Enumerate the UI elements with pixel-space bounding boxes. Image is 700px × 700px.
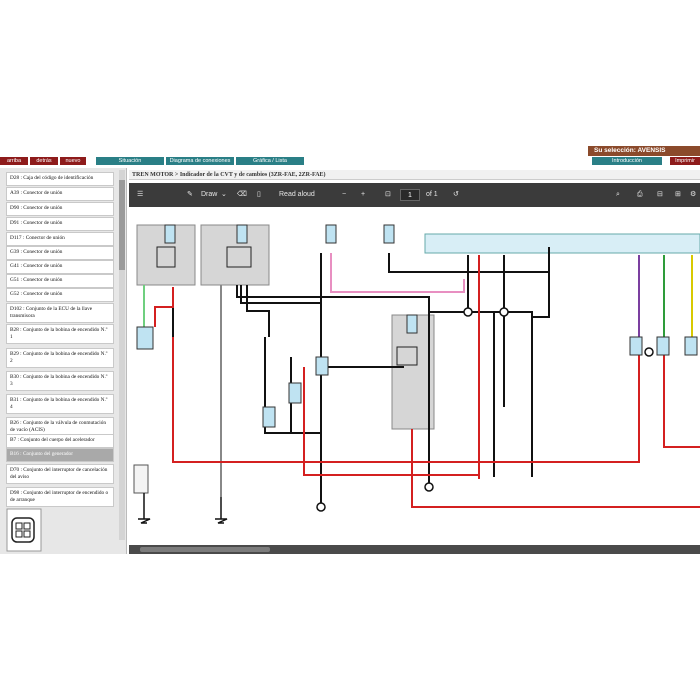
page-total: of 1 (426, 191, 438, 198)
wire-black (246, 285, 270, 337)
nav-up-button[interactable]: arriba (0, 157, 28, 165)
tab-grafica[interactable]: Gráfica / Lista (236, 157, 304, 165)
tab-introduccion[interactable]: Introducción (592, 157, 662, 165)
connector-block (656, 336, 670, 356)
sidebar-item[interactable]: A39 : Conector de unión (6, 187, 114, 201)
sidebar-item[interactable]: D90 : Conector de unión (6, 202, 114, 216)
wire-red (154, 287, 174, 327)
save-icon[interactable]: ⊟ (657, 191, 663, 198)
menu-icon[interactable]: ☰ (137, 191, 144, 198)
pdf-toolbar: ☰ ✎ Draw ⌄ ⌫ ▯ Read aloud − + ⊡ 1 of 1 ↺… (129, 183, 700, 207)
connector-block (315, 356, 329, 376)
ground-symbol (138, 493, 151, 524)
sidebar-item[interactable]: G41 : Conector de unión (6, 260, 114, 274)
nav-new-button[interactable]: nuevo (60, 157, 86, 165)
draw-button[interactable]: Draw (201, 191, 218, 198)
junction-node (316, 502, 326, 512)
relay-coil (396, 346, 418, 366)
connector-block (136, 326, 154, 350)
search-icon[interactable]: ⌕ (616, 191, 620, 198)
tab-diagrama[interactable]: Diagrama de conexiones (166, 157, 234, 165)
draw-icon[interactable]: ✎ (187, 191, 193, 198)
sidebar-item[interactable]: D102 : Conjunto de la ECU de la llave tr… (6, 303, 114, 323)
wire-black (264, 337, 321, 434)
save-as-icon[interactable]: ⊞ (675, 191, 681, 198)
rotate-icon[interactable]: ↺ (453, 191, 459, 198)
relay-coil (226, 246, 252, 268)
sidebar-item[interactable]: G52 : Conector de unión (6, 288, 114, 302)
connector-thumbnail[interactable] (6, 508, 42, 552)
zoom-out-icon[interactable]: − (342, 191, 347, 198)
wire-pink (330, 253, 465, 293)
sidebar-scroll-thumb[interactable] (119, 180, 125, 270)
sidebar-item[interactable]: D70 : Conjunto del interruptor de cancel… (6, 464, 114, 484)
selection-label: Su selección: AVENSIS (588, 146, 700, 156)
connector-block (133, 464, 149, 494)
chevron-down-icon[interactable]: ⌄ (221, 191, 227, 198)
nav-back-button[interactable]: detrás (30, 157, 58, 165)
junction-node (499, 307, 509, 317)
fuse-symbol (383, 224, 395, 244)
relay-coil (156, 246, 176, 268)
ecu-block (424, 233, 700, 254)
connector-block (288, 382, 302, 404)
fuse-symbol (406, 314, 418, 334)
gear-icon[interactable]: ⚙ (690, 191, 697, 198)
eraser-icon[interactable]: ⌫ (237, 191, 247, 198)
tab-situacion[interactable]: Situación (96, 157, 164, 165)
sidebar-item[interactable]: G51 : Conector de unión (6, 274, 114, 288)
horizontal-scroll-thumb[interactable] (140, 547, 270, 552)
junction-node (463, 307, 473, 317)
ground-symbol (215, 497, 228, 524)
relay-box (200, 224, 270, 286)
junction-node (424, 482, 434, 492)
wire-black (494, 311, 533, 477)
wiring-diagram-canvas (133, 224, 700, 524)
sidebar-item[interactable]: D91 : Conector de unión (6, 217, 114, 231)
read-aloud-button[interactable]: Read aloud (279, 191, 315, 198)
print-icon[interactable]: ⎙ (637, 191, 643, 198)
sidebar-item[interactable]: D28 : Caja del código de identificación (6, 172, 114, 186)
wire-black (236, 285, 430, 487)
wire-red (172, 255, 640, 463)
wire-red (303, 367, 479, 476)
page-view-icon[interactable]: ▯ (257, 191, 261, 198)
connector-block (684, 336, 698, 356)
fuse-symbol (236, 224, 248, 244)
wire-black (532, 255, 550, 318)
connector-block (629, 336, 643, 356)
wire-black (240, 285, 321, 304)
print-button[interactable]: Imprimir (670, 157, 700, 165)
fuse-symbol (164, 224, 176, 244)
sidebar-item[interactable]: B30 : Conjunto de la bobina de encendido… (6, 371, 114, 391)
fuse-symbol (325, 224, 337, 244)
sidebar-item[interactable]: D117 : Conector de unión (6, 232, 114, 246)
document-title: TREN MOTOR > Indicador de la CVT y de ca… (129, 170, 700, 180)
fit-page-icon[interactable]: ⊡ (385, 191, 391, 198)
wire-red (411, 429, 700, 508)
wire-black (467, 255, 495, 477)
wiring-diagram[interactable] (129, 207, 700, 545)
component-sidebar: D28 : Caja del código de identificación … (0, 168, 127, 554)
sidebar-item-selected[interactable]: B16 : Conjunto del generador (6, 448, 114, 462)
connector-block (262, 406, 276, 428)
sidebar-item[interactable]: B29 : Conjunto de la bobina de encendido… (6, 348, 114, 368)
zoom-in-icon[interactable]: + (361, 191, 366, 198)
sidebar-item[interactable]: D98 : Conjunto del interruptor de encend… (6, 487, 114, 507)
sidebar-item[interactable]: B7 : Conjunto del cuerpo del acelerador (6, 434, 114, 448)
sidebar-scrollbar[interactable] (119, 170, 125, 540)
page-number-input[interactable]: 1 (400, 189, 420, 201)
horizontal-scrollbar[interactable] (129, 545, 700, 554)
sidebar-item[interactable]: G39 : Conector de unión (6, 246, 114, 260)
sidebar-item[interactable]: B28 : Conjunto de la bobina de encendido… (6, 324, 114, 344)
sidebar-item[interactable]: B31 : Conjunto de la bobina de encendido… (6, 394, 114, 414)
junction-node (644, 347, 654, 357)
